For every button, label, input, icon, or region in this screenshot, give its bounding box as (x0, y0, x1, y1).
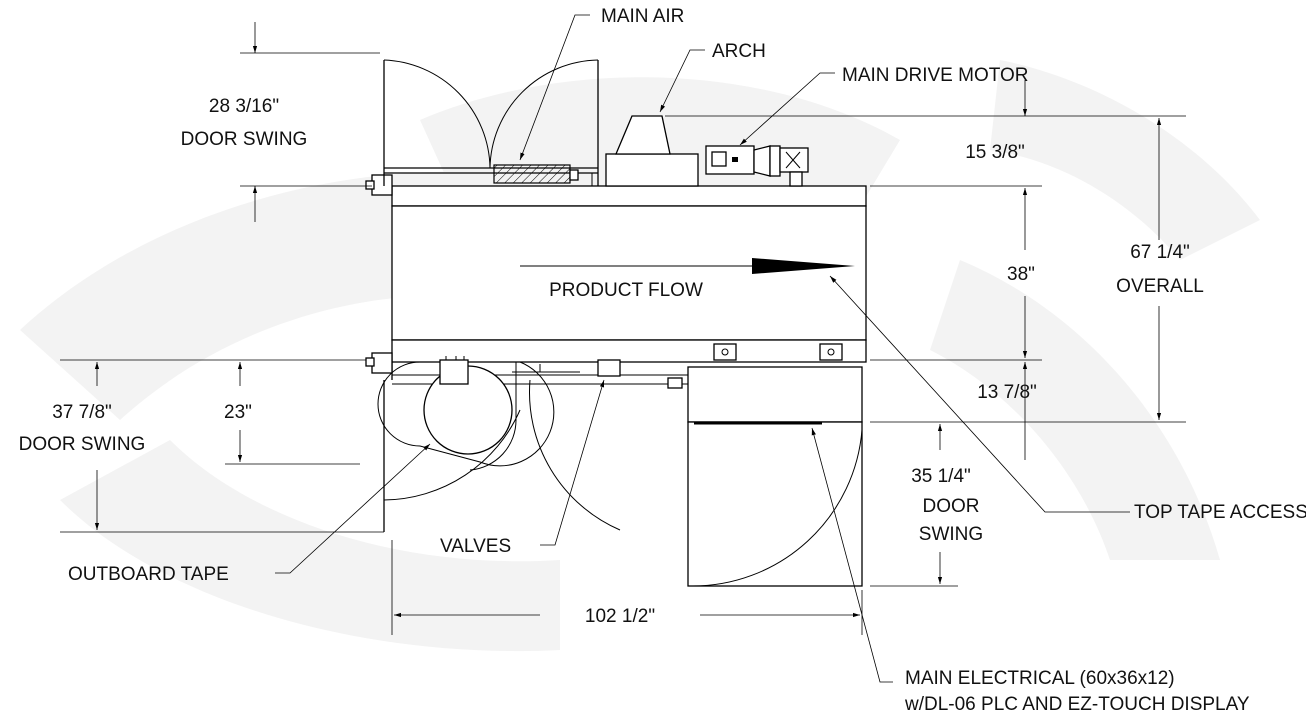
main-drive-motor (705, 145, 809, 187)
machine-body (391, 185, 867, 385)
arch-label: ARCH (712, 41, 766, 62)
main-air-unit (493, 164, 571, 184)
right-door-swing-value: 35 1/4" (911, 466, 971, 487)
main-body (391, 205, 867, 341)
main-air-label: MAIN AIR (601, 6, 684, 27)
top-tape-access-label: TOP TAPE ACCESS (1134, 502, 1306, 523)
top-rail (391, 185, 867, 207)
leader-lines (275, 14, 1130, 683)
right-door-swing-label-1: DOOR (923, 496, 980, 517)
main-electrical-label-line2: w/DL-06 PLC AND EZ-TOUCH DISPLAY (904, 694, 1250, 715)
outboard-tape-label: OUTBOARD TAPE (68, 564, 229, 585)
left-door-swing-label: DOOR SWING (19, 434, 146, 455)
left-door-swing-value: 37 7/8" (52, 402, 112, 423)
overall-height-value: 67 1/4" (1130, 242, 1190, 263)
width-dimension: 102 1/2" (585, 606, 655, 627)
side-brackets (365, 60, 393, 532)
valves-block (597, 359, 621, 377)
main-drive-motor-label: MAIN DRIVE MOTOR (842, 65, 1029, 86)
main-electrical-label-line1: MAIN ELECTRICAL (60x36x12) (905, 668, 1175, 689)
arch-height-dimension: 15 3/8" (965, 142, 1025, 163)
arch (605, 115, 699, 187)
dimension-lines (60, 22, 1186, 635)
right-door-swing-label-2: SWING (919, 524, 983, 545)
tape-offset-dimension: 23" (224, 402, 252, 423)
lower-door-swing (377, 356, 683, 531)
top-door-swing-label: DOOR SWING (181, 129, 308, 150)
product-flow-arrow (752, 258, 855, 274)
lower-rail (391, 339, 867, 363)
overall-height-label: OVERALL (1116, 276, 1204, 297)
main-electrical-enclosure (687, 343, 863, 587)
lower-section-dimension: 13 7/8" (977, 382, 1037, 403)
body-height-dimension: 38" (1007, 264, 1035, 285)
product-flow-label: PRODUCT FLOW (549, 280, 703, 301)
top-door-swing-value: 28 3/16" (209, 96, 279, 117)
valves-label: VALVES (440, 536, 511, 557)
